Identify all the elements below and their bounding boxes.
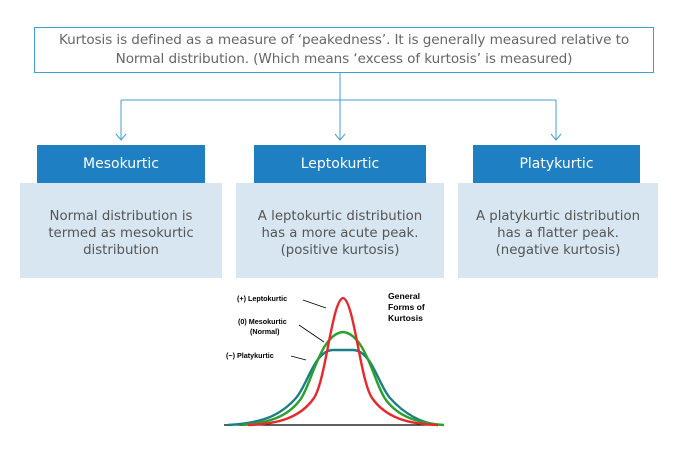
platykurtic-card: A platykurtic distribution has a flatter… [458, 183, 658, 278]
mesokurtic-leader [298, 324, 325, 343]
leptokurtic-header: Leptokurtic [254, 145, 426, 183]
mesokurtic-label: (0) Mesokurtic [238, 317, 287, 326]
arrowhead-middle-icon [334, 133, 346, 141]
leptokurtic-leader [302, 299, 327, 309]
figure-title-line-2: Forms of [388, 302, 425, 312]
connector-arrows [115, 73, 562, 141]
figure-title-line-1: General [388, 291, 420, 301]
platykurtic-title: Platykurtic [519, 156, 594, 172]
mesokurtic-desc-line-1: Normal distribution is [49, 209, 193, 224]
leptokurtic-curve [247, 296, 439, 427]
definition-line-1: Kurtosis is defined as a measure of ‘pea… [58, 32, 630, 48]
leptokurtic-desc-line-2: has a more acute peak. [261, 226, 419, 241]
mesokurtic-normal-label: (Normal) [250, 327, 280, 336]
platykurtic-desc-line-1: A platykurtic distribution [475, 209, 641, 224]
leptokurtic-card: A leptokurtic distribution has a more ac… [236, 183, 444, 278]
leptokurtic-label: (+) Leptokurtic [237, 294, 287, 303]
kurtosis-curves: (+) Leptokurtic (0) Mesokurtic (Normal) … [224, 291, 445, 427]
platykurtic-desc-line-3: (negative kurtosis) [495, 243, 621, 258]
arrowhead-left-icon [115, 133, 127, 141]
mesokurtic-header: Mesokurtic [37, 145, 205, 183]
mesokurtic-title: Mesokurtic [83, 156, 159, 172]
mesokurtic-curve [241, 330, 445, 427]
kurtosis-figure: (+) Leptokurtic (0) Mesokurtic (Normal) … [222, 288, 445, 430]
leptokurtic-desc-line-1: A leptokurtic distribution [257, 209, 423, 224]
mesokurtic-desc-line-2: termed as mesokurtic [48, 226, 194, 241]
leptokurtic-desc-line-3: (positive kurtosis) [280, 243, 400, 258]
mesokurtic-card: Normal distribution is termed as mesokur… [20, 183, 222, 278]
platykurtic-curve [227, 348, 439, 427]
definition-line-2: Normal distribution. (Which means ‘exces… [115, 51, 573, 67]
mesokurtic-desc-line-3: distribution [83, 243, 159, 258]
leptokurtic-title: Leptokurtic [300, 156, 380, 172]
platykurtic-leader [290, 355, 307, 361]
platykurtic-header: Platykurtic [473, 145, 640, 183]
arrowhead-right-icon [550, 133, 562, 141]
figure-title-line-3: Kurtosis [388, 313, 423, 323]
platykurtic-desc-line-2: has a flatter peak. [497, 226, 619, 241]
definition-box: Kurtosis is defined as a measure of ‘pea… [34, 27, 654, 73]
platykurtic-label: (−) Platykurtic [226, 351, 274, 360]
